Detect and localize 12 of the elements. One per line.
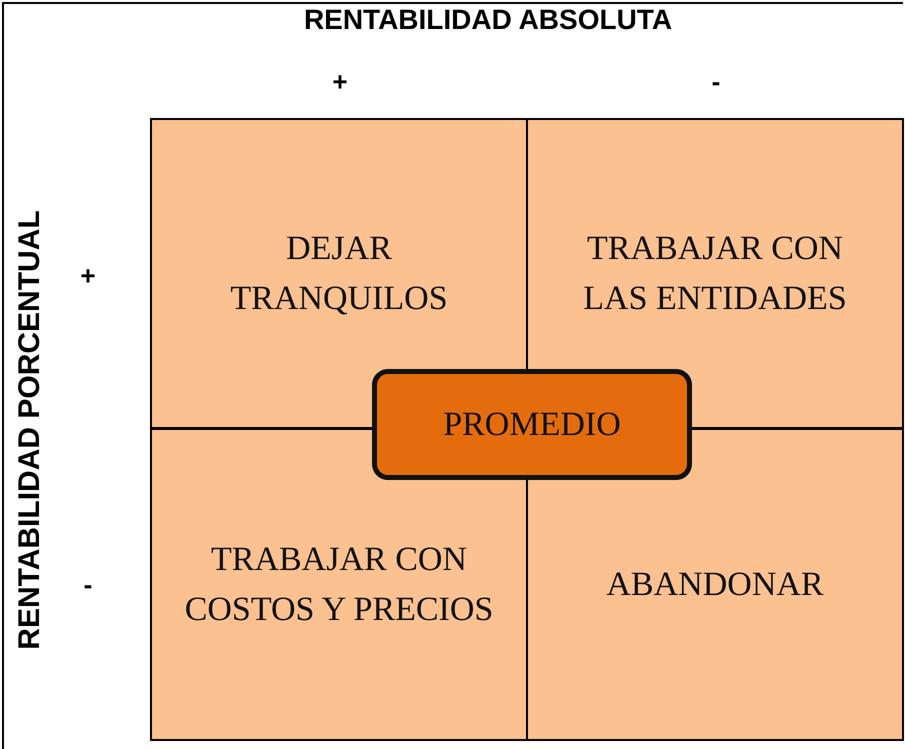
axis-title: RENTABILIDAD PORCENTUAL [13, 210, 47, 650]
axis-sign: - [712, 66, 720, 98]
center-label: PROMEDIO [443, 406, 621, 444]
quadrant-label: TRABAJAR CON LAS ENTIDADES [582, 229, 848, 318]
quadrant-label: TRABAJAR CON COSTOS Y PRECIOS [184, 540, 494, 630]
quadrant-label: ABANDONAR [606, 564, 824, 605]
axis-sign: + [332, 66, 348, 98]
axis-title: RENTABILIDAD ABSOLUTA [304, 4, 672, 36]
center-box [372, 369, 692, 480]
axis-sign: - [84, 570, 92, 600]
axis-sign: + [80, 260, 96, 292]
quadrant-label: DEJAR TRANQUILOS [229, 229, 449, 318]
